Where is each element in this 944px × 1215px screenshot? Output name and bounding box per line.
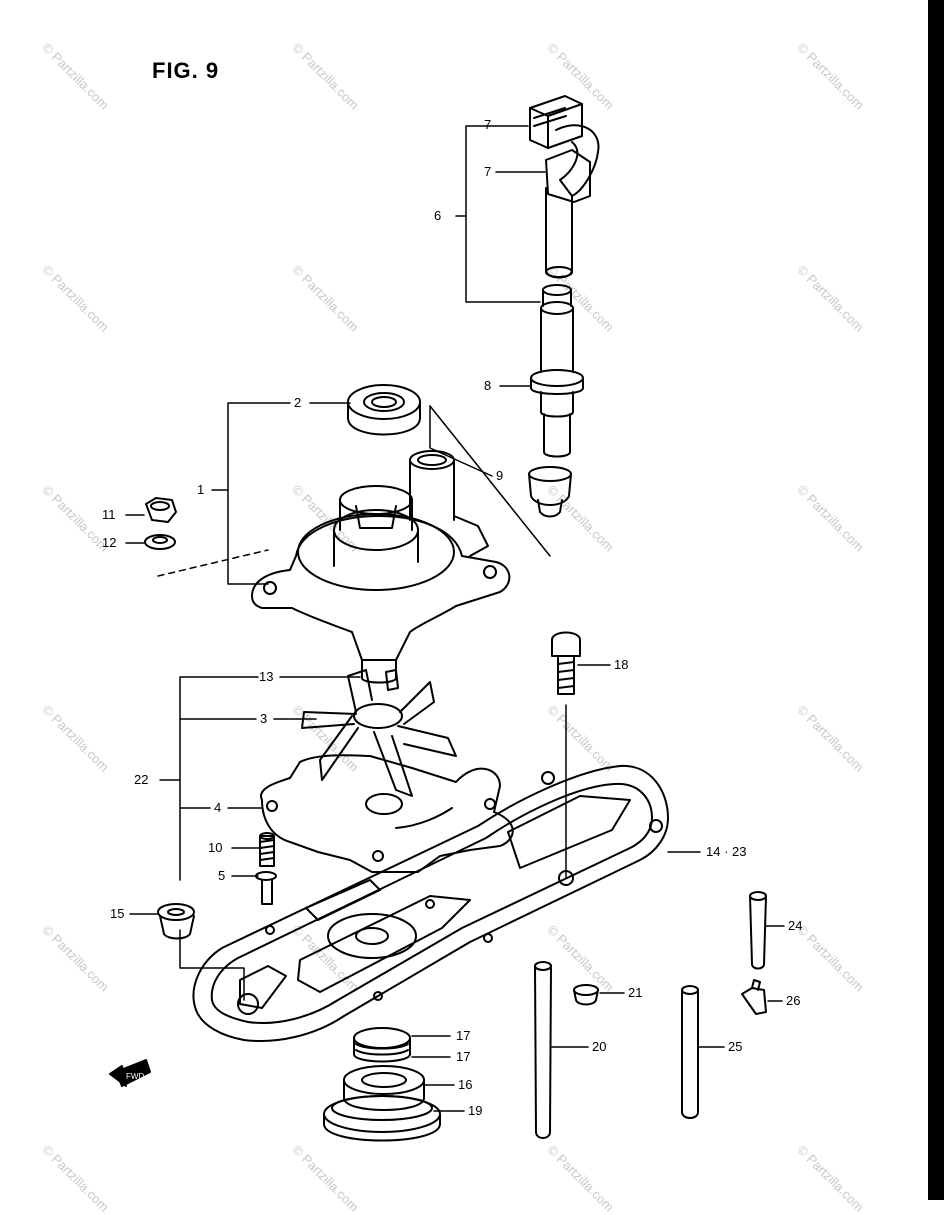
key-part-13 — [385, 669, 399, 691]
pin-part-20 — [534, 961, 552, 1139]
callout-11: 11 — [102, 507, 116, 522]
callout-5: 5 — [218, 868, 226, 883]
callout-13: 13 — [259, 669, 274, 684]
forward-arrow-icon: FWD — [109, 1059, 151, 1087]
grommet-part-9 — [528, 466, 572, 518]
water-tube-assembly — [529, 95, 600, 279]
nut-washer-parts-11-12 — [144, 497, 177, 550]
callout-9: 9 — [496, 468, 504, 483]
pump-liner-plate-part-4 — [260, 754, 514, 873]
oil-seal-part-2 — [347, 384, 421, 436]
callout-24: 24 — [788, 918, 803, 933]
callout-25: 25 — [728, 1039, 743, 1054]
callout-17-upper: 17 — [456, 1028, 471, 1043]
callout-14-23: 14 · 23 — [706, 844, 747, 859]
gasket-plate-parts-14-23 — [192, 764, 669, 1042]
callout-3: 3 — [260, 711, 268, 726]
cap-part-21 — [573, 984, 599, 1006]
callout-21: 21 — [628, 985, 643, 1000]
callout-6: 6 — [434, 208, 442, 223]
bolt-part-18 — [551, 631, 581, 695]
callout-12: 12 — [102, 535, 117, 550]
pump-case-part-1 — [251, 450, 511, 684]
figure-title: FIG. 9 — [152, 58, 220, 83]
callout-20: 20 — [592, 1039, 607, 1054]
fwd-label: FWD — [126, 1072, 144, 1081]
page-edge-bar — [928, 0, 944, 1200]
pin-part-24 — [749, 891, 767, 970]
stud-part-10 — [259, 832, 275, 867]
callout-16: 16 — [458, 1077, 473, 1092]
impeller-part-3 — [301, 669, 457, 797]
callout-15: 15 — [110, 906, 125, 921]
callout-19: 19 — [468, 1103, 483, 1118]
callout-22: 22 — [134, 772, 149, 787]
clip-part-26 — [741, 979, 767, 1015]
water-pipe-part-8 — [530, 284, 584, 458]
tube-part-25 — [681, 985, 699, 1119]
seal-housing-parts-16-17-19 — [323, 1027, 441, 1142]
grommet-part-15 — [157, 903, 195, 940]
callout-4: 4 — [214, 800, 222, 815]
callout-10: 10 — [208, 840, 223, 855]
dowel-part-5 — [255, 871, 277, 905]
callout-17-lower: 17 — [456, 1049, 471, 1064]
callout-26: 26 — [786, 993, 801, 1008]
callout-2: 2 — [294, 395, 302, 410]
callout-7-upper: 7 — [484, 117, 492, 132]
callout-8: 8 — [484, 378, 492, 393]
callout-1: 1 — [197, 482, 205, 497]
leader-lines — [125, 125, 785, 1112]
callout-7-lower: 7 — [484, 164, 492, 179]
callout-18: 18 — [614, 657, 629, 672]
